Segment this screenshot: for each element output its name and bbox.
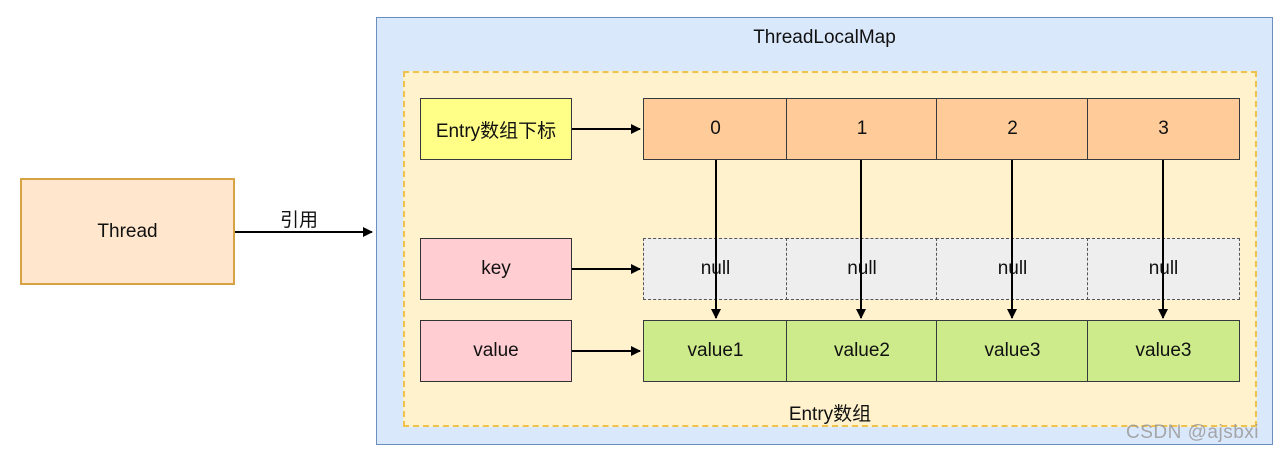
- value-cell: value3: [1087, 320, 1240, 382]
- value-label-box: value: [420, 320, 572, 382]
- index-cell: 0: [643, 98, 788, 160]
- key-label-box: key: [420, 238, 572, 300]
- reference-edge-label: 引用: [280, 210, 319, 231]
- value-cell: value2: [786, 320, 938, 382]
- value-cell: value1: [643, 320, 788, 382]
- thread-box: Thread: [20, 178, 235, 285]
- threadlocalmap-title: ThreadLocalMap: [753, 27, 896, 48]
- entry-index-label-box: Entry数组下标: [420, 98, 572, 160]
- value-cell: value3: [936, 320, 1089, 382]
- csdn-watermark: CSDN @ajsbxi: [1126, 422, 1259, 443]
- entry-array-caption: Entry数组: [788, 404, 872, 425]
- index-cell: 3: [1087, 98, 1240, 160]
